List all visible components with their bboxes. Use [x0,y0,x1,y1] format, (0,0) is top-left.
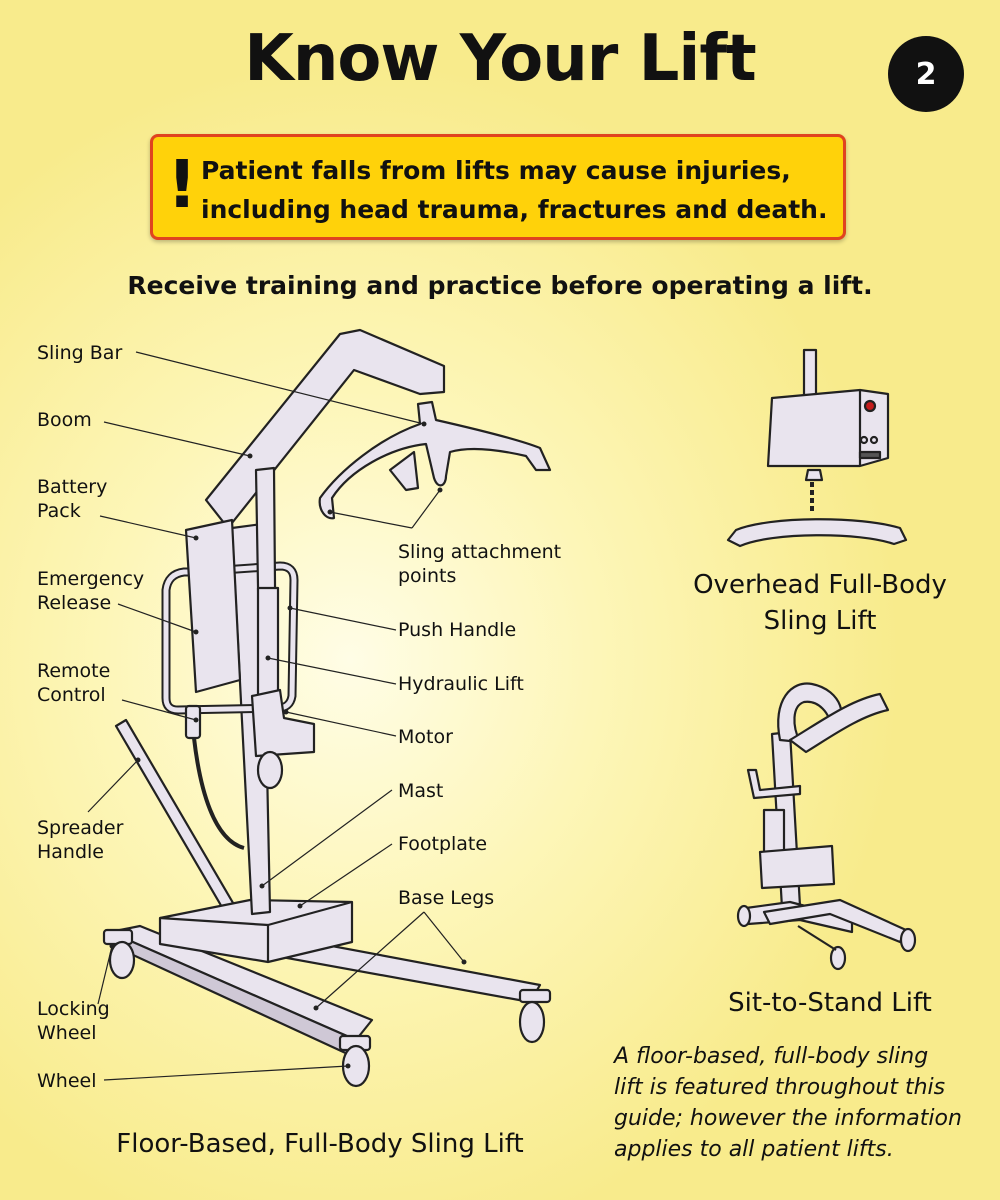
spreader-handle-shape [114,718,238,916]
footnote-line-2: lift is featured throughout this [614,1075,946,1100]
sit-to-stand-knee-pad-shape [762,808,786,858]
label-spreader-handle: Spreader Handle [37,816,123,864]
label-battery-pack-line-1: Battery [37,476,108,498]
warning-line-1: Patient falls from lifts may cause injur… [201,156,791,185]
label-sling-bar: Sling Bar [37,342,123,364]
caption-floor-lift: Floor-Based, Full-Body Sling Lift [116,1129,524,1159]
label-footplate: Footplate [398,833,488,855]
wheel-front-shape [338,1034,372,1088]
label-sling-attachment-line-2: points [398,565,457,587]
ceiling-rail-shape [802,348,818,400]
label-battery-pack: Battery Pack [37,475,107,523]
motor-shape [250,688,316,758]
label-push-handle: Push Handle [398,619,517,641]
footnote-line-4: applies to all patient lifts. [614,1137,894,1162]
label-hydraulic-lift: Hydraulic Lift [398,673,524,695]
sit-to-stand-belt-shape [758,844,836,890]
label-boom: Boom [37,409,92,431]
page-title: Know Your Lift [244,22,757,96]
footnote: A floor-based, full-body sling lift is f… [614,1041,984,1165]
label-battery-pack-line-2: Pack [37,500,81,522]
training-subtitle: Receive training and practice before ope… [127,271,873,300]
warning-box: ! Patient falls from lifts may cause inj… [150,134,846,240]
label-spreader-handle-line-1: Spreader [37,817,124,839]
exclamation-icon: ! [167,146,198,223]
battery-pack-shape [184,518,242,694]
label-base-legs: Base Legs [398,887,495,909]
warning-line-2: including head trauma, fractures and dea… [201,195,828,224]
label-remote-control-line-1: Remote [37,660,111,682]
label-motor: Motor [398,726,453,748]
label-sling-attachment-points: Sling attachment points [398,540,561,588]
label-locking-wheel: Locking Wheel [37,997,110,1045]
sling-bar-shape [318,400,552,520]
label-remote-control: Remote Control [37,659,110,707]
label-sling-attachment-line-1: Sling attachment [398,541,562,563]
label-emergency-release-line-2: Release [37,592,112,614]
page-number-badge: 2 [888,36,964,112]
footnote-line-1: A floor-based, full-body sling [614,1044,929,1069]
label-locking-wheel-line-1: Locking [37,998,110,1020]
overhead-sling-bar-shape [726,518,908,548]
label-remote-control-line-2: Control [37,684,106,706]
caption-overhead-line-2: Sling Lift [763,606,877,636]
label-spreader-handle-line-2: Handle [37,841,105,863]
wheel-back-shape [518,988,552,1044]
label-mast: Mast [398,780,444,802]
label-wheel: Wheel [37,1070,97,1092]
footnote-line-3: guide; however the information [614,1106,962,1131]
caption-overhead-lift: Overhead Full-Body Sling Lift [650,567,990,639]
label-locking-wheel-line-2: Wheel [37,1022,97,1044]
label-emergency-release-line-1: Emergency [37,568,145,590]
label-emergency-release: Emergency Release [37,567,144,615]
locking-wheel-shape [102,928,136,980]
caption-sit-to-stand: Sit-to-Stand Lift [728,988,932,1018]
caption-overhead-line-1: Overhead Full-Body [693,570,947,600]
warning-text: Patient falls from lifts may cause injur… [201,151,841,229]
